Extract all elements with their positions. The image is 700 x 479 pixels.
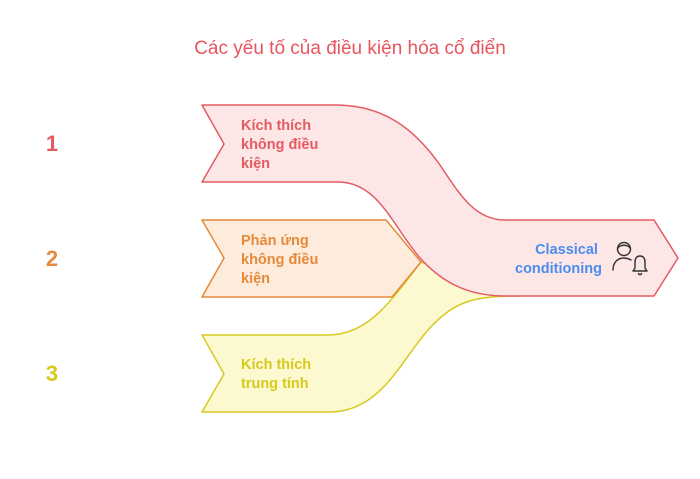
item-label-3: Kích thích trung tính <box>241 357 315 392</box>
diagram-title: Các yếu tố của điều kiện hóa cổ điển <box>194 38 506 59</box>
item-label-3-line-1: Kích thích <box>241 357 311 373</box>
item-label-2-line-1: Phản ứng <box>241 233 309 249</box>
item-number-2: 2 <box>46 246 58 271</box>
item-label-1: Kích thích không điều kiện <box>241 118 322 172</box>
item-number-1: 1 <box>46 131 58 156</box>
item-label-2-line-2: không điều <box>241 252 318 268</box>
item-number-3: 3 <box>46 361 58 386</box>
item-label-2-line-3: kiện <box>241 271 270 287</box>
band-unconditioned-response <box>201 219 422 298</box>
band-neutral-stimulus <box>201 261 521 413</box>
person-with-bell-icon <box>612 241 648 276</box>
item-label-1-line-2: không điều <box>241 137 318 153</box>
item-label-3-line-2: trung tính <box>241 376 309 392</box>
target-label-line-2: conditioning <box>515 261 602 277</box>
item-label-2: Phản ứng không điều kiện <box>241 233 322 287</box>
item-label-1-line-1: Kích thích <box>241 118 311 134</box>
band-unconditioned-stimulus <box>201 104 679 297</box>
item-label-1-line-3: kiện <box>241 156 270 172</box>
target-label-line-1: Classical <box>535 242 598 258</box>
target-label: Classical conditioning <box>515 242 602 277</box>
